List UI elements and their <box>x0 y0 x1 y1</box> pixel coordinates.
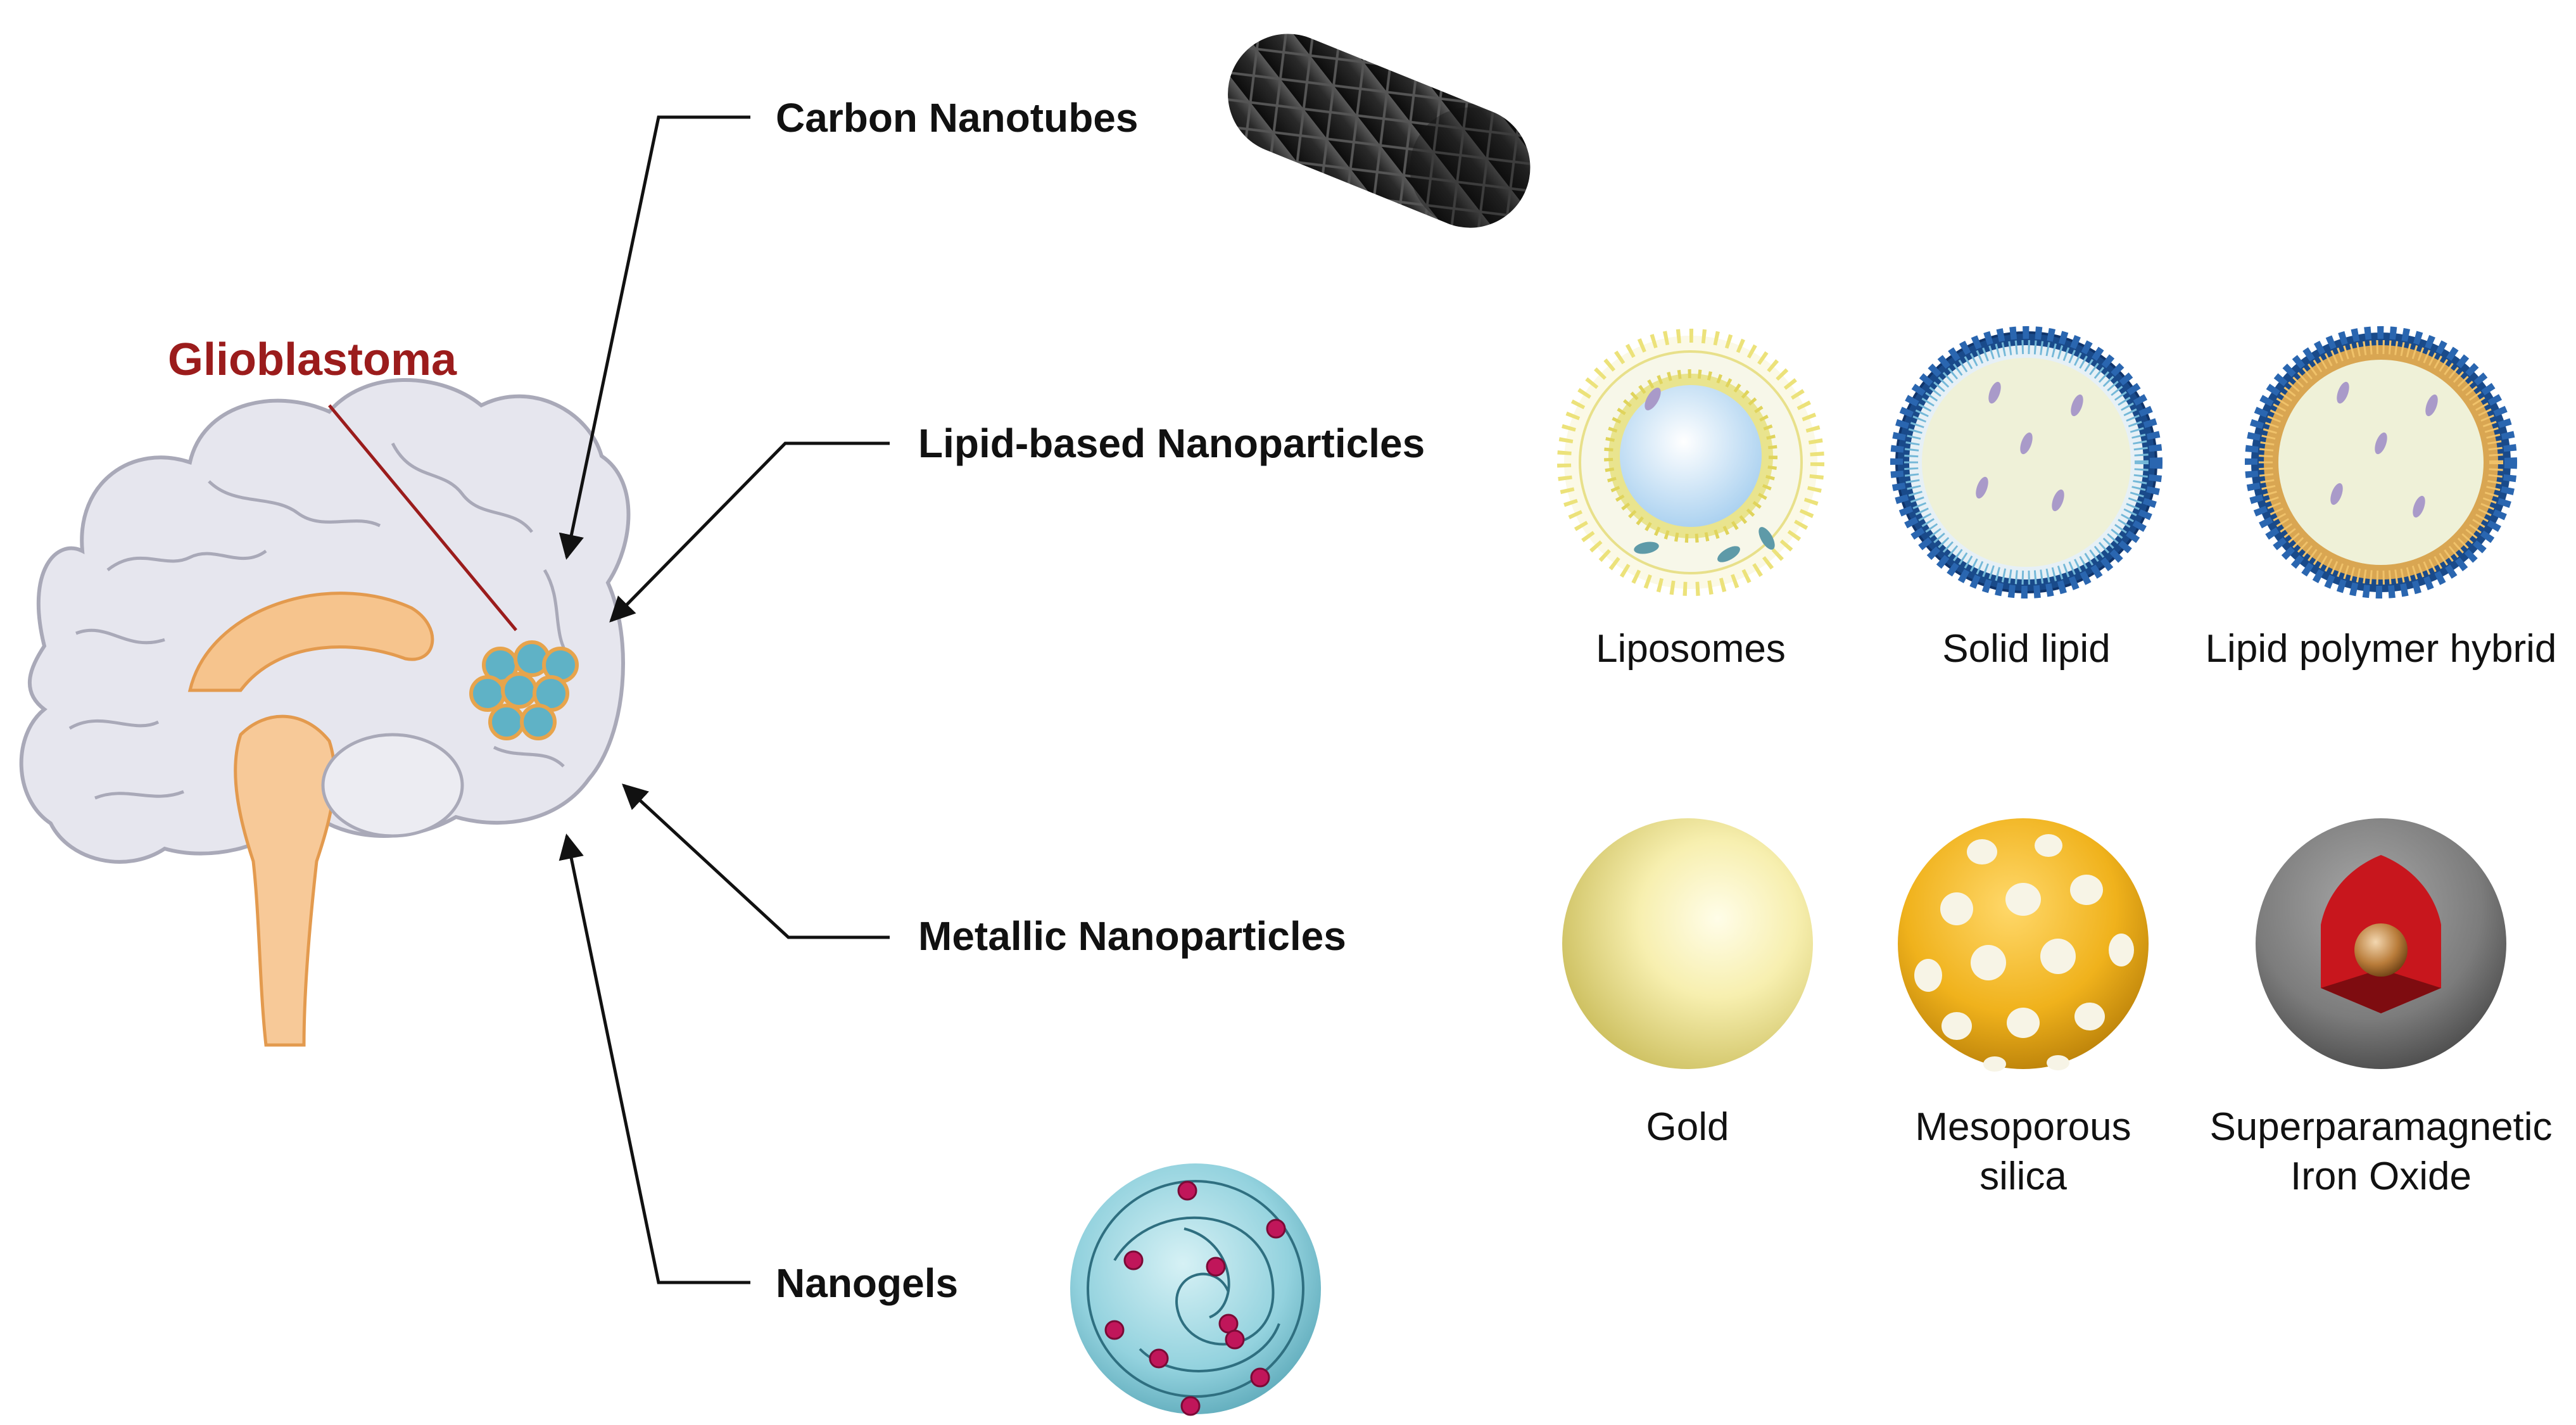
brain-stem <box>234 714 336 1047</box>
label-solid-lipid: Solid lipid <box>1942 627 2110 671</box>
solid-lipid-illustration <box>1890 326 2162 598</box>
label-metallic-nanoparticles: Metallic Nanoparticles <box>918 913 1346 959</box>
label-gold: Gold <box>1646 1105 1729 1149</box>
corpus-callosum <box>187 592 434 692</box>
label-carbon-nanotubes: Carbon Nanotubes <box>776 95 1138 141</box>
iron-oxide-illustration <box>2256 818 2506 1069</box>
liposome-illustration <box>1557 329 1824 596</box>
arrow-nanogels <box>559 833 750 1284</box>
label-spion-line2: Iron Oxide <box>2290 1155 2472 1198</box>
lipid-polymer-hybrid-illustration <box>2245 326 2517 598</box>
brain-illustration <box>19 378 631 1047</box>
label-lipid-polymer-hybrid: Lipid polymer hybrid <box>2206 627 2557 671</box>
iron-oxide-core <box>2354 923 2408 977</box>
label-liposomes: Liposomes <box>1596 627 1786 671</box>
arrow-lipid-based <box>609 441 890 623</box>
tumor-cluster <box>469 640 579 740</box>
arrow-metallic <box>622 783 890 939</box>
label-mesoporous-line1: Mesoporous <box>1915 1105 2131 1149</box>
label-mesoporous-line2: silica <box>1979 1155 2067 1198</box>
arrow-carbon-nanotubes <box>559 115 750 560</box>
carbon-nanotube-illustration <box>1228 34 1531 228</box>
glioblastoma-label: Glioblastoma <box>168 334 457 385</box>
cerebellum <box>321 733 464 838</box>
label-lipid-based-nanoparticles: Lipid-based Nanoparticles <box>918 421 1425 466</box>
glioblastoma-pointer <box>328 404 517 631</box>
mesoporous-silica-illustration <box>1898 818 2149 1072</box>
label-spion-line1: Superparamagnetic <box>2209 1105 2552 1149</box>
label-nanogels: Nanogels <box>776 1260 958 1306</box>
gold-nanoparticle-illustration <box>1562 818 1813 1069</box>
nanogel-illustration <box>1070 1163 1321 1416</box>
